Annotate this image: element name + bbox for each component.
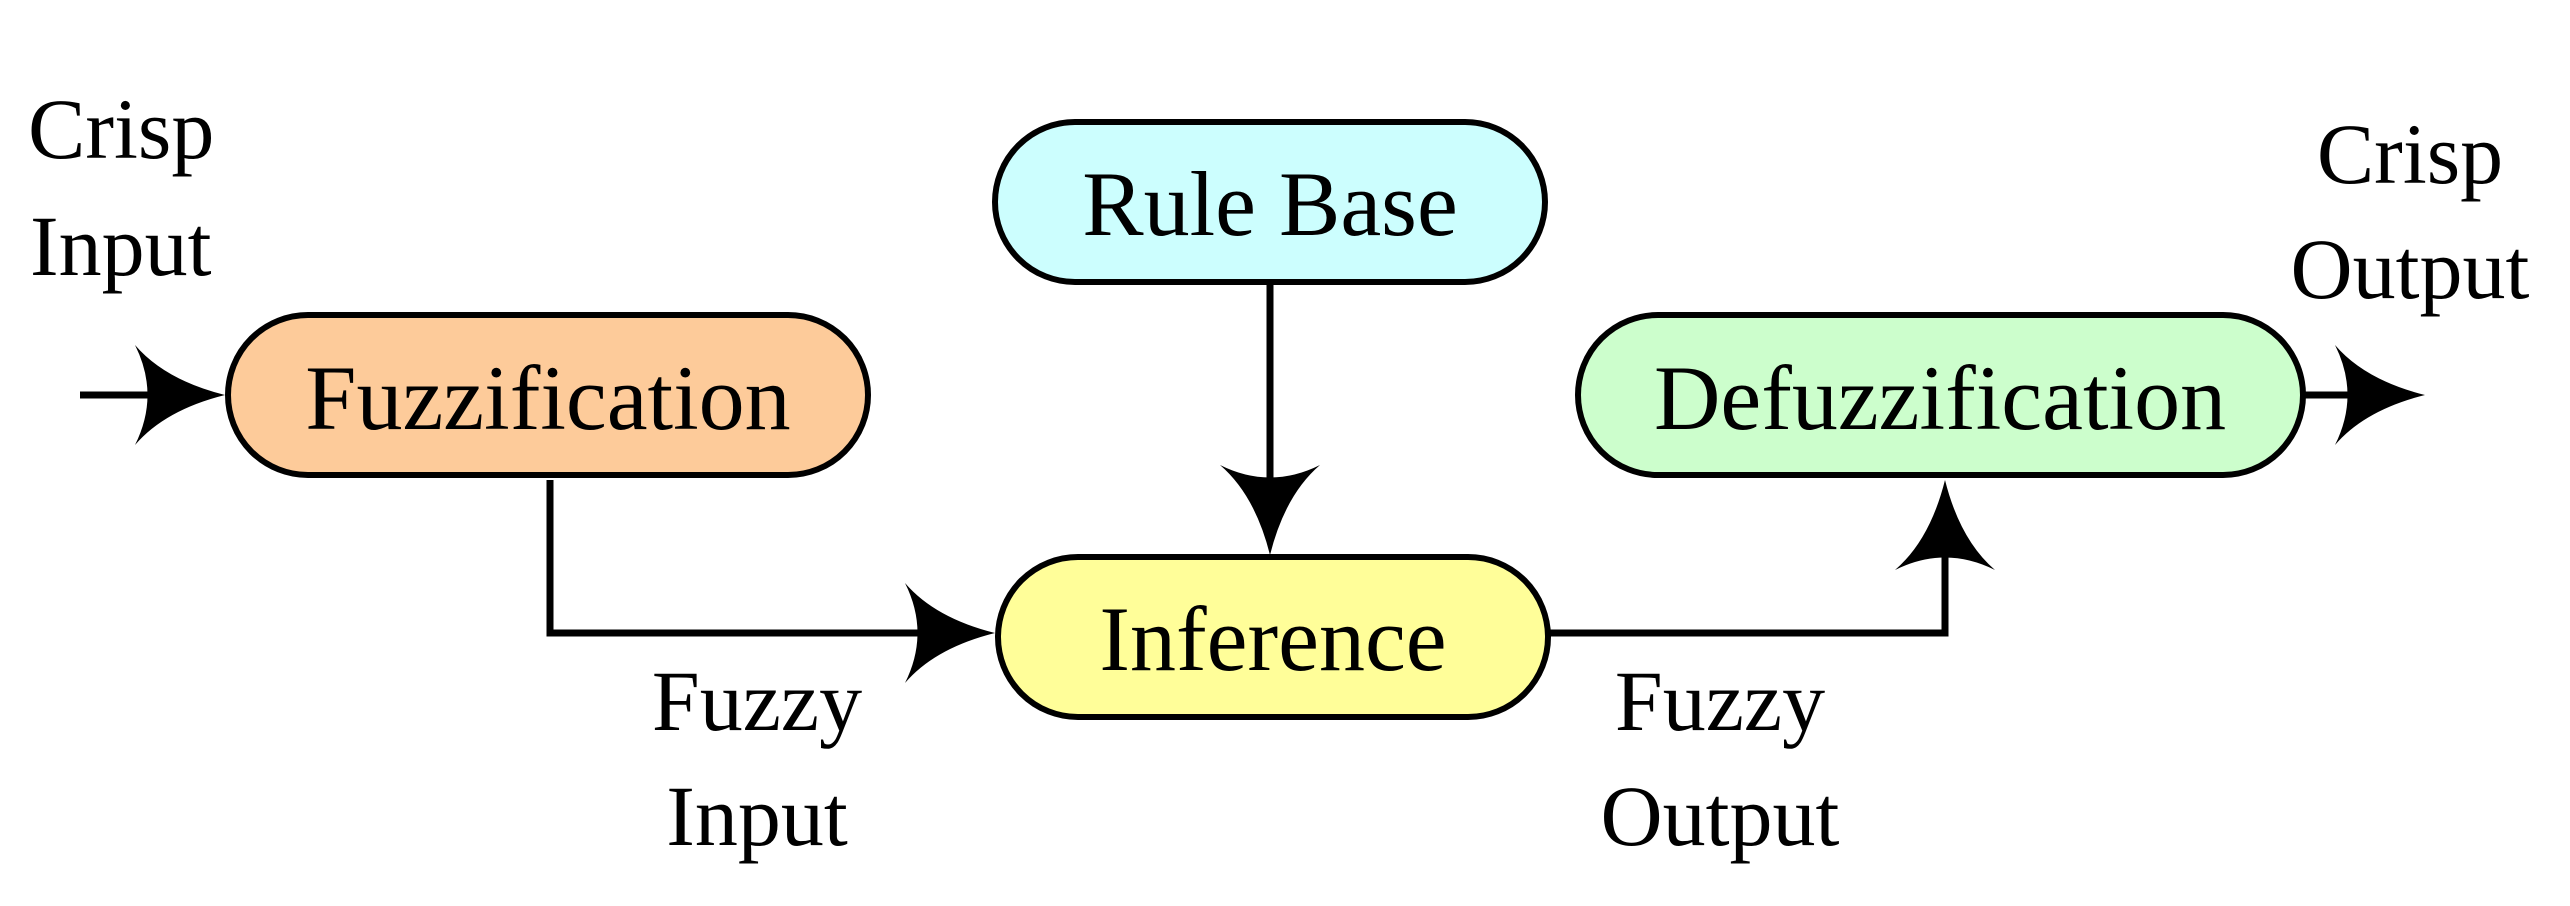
crisp-input-label-line-2: Input: [30, 198, 212, 294]
rule-base-box: [992, 119, 1548, 285]
fuzzification-block: Fuzzification: [225, 312, 871, 478]
fuzzy-input-line: [546, 480, 935, 637]
fuzzy-input-label: Fuzzy Input: [652, 653, 862, 864]
crisp-output-label-line-1: Crisp: [2317, 106, 2503, 202]
fuzzy-output-label: Fuzzy Output: [1601, 653, 1840, 864]
arrowheads: [135, 345, 2425, 683]
defuzzification-label: Defuzzification: [1654, 347, 2226, 449]
defuzzification-block: Defuzzification: [1575, 312, 2306, 478]
defuzzification-box: [1575, 312, 2306, 478]
fuzzification-box: [225, 312, 871, 478]
crisp-output-arrowhead: [2335, 345, 2425, 445]
crisp-output-label: Crisp Output: [2291, 106, 2530, 317]
crisp-input-arrowhead: [135, 345, 225, 445]
crisp-output-label-line-2: Output: [2291, 221, 2530, 317]
fuzzy-output-label-line-2: Output: [1601, 768, 1840, 864]
inference-block: Inference: [995, 554, 1551, 720]
fuzzification-label: Fuzzification: [305, 347, 790, 449]
rule-base-arrowhead: [1220, 465, 1320, 555]
rule-base-label: Rule Base: [1082, 153, 1458, 255]
fuzzy-input-label-line-2: Input: [666, 768, 848, 864]
rule-base-block: Rule Base: [992, 119, 1548, 285]
fuzzy-output-label-line-1: Fuzzy: [1615, 653, 1825, 749]
crisp-input-label-line-1: Crisp: [28, 81, 214, 177]
crisp-input-label: Crisp Input: [28, 81, 214, 294]
connectors: [80, 283, 2380, 637]
fuzzy-output-line: [1545, 530, 1949, 637]
inference-box: [995, 554, 1551, 720]
fuzzy-input-label-line-1: Fuzzy: [652, 653, 862, 749]
inference-label: Inference: [1099, 588, 1446, 690]
fuzzy-input-arrowhead: [905, 583, 995, 683]
fuzzy-output-arrowhead: [1895, 480, 1995, 570]
